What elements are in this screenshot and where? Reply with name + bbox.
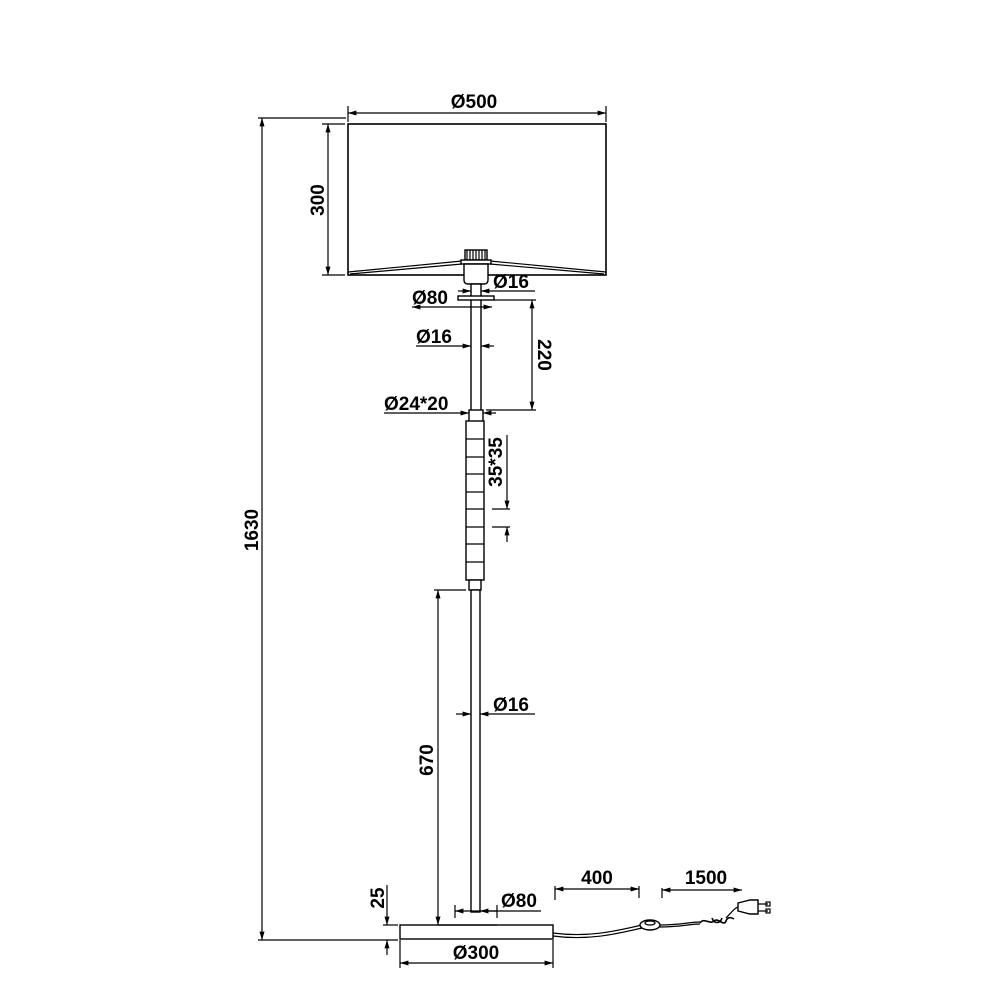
segmented-column — [465, 420, 485, 591]
connector — [468, 409, 484, 423]
base-collar-diameter-label: Ø80 — [501, 891, 537, 912]
segment-dimension: 35*35 — [486, 435, 510, 542]
base-collar-dimension: Ø80 — [454, 891, 541, 918]
shade-diameter-label: Ø500 — [451, 92, 497, 113]
base-height-dimension: 25 — [368, 885, 398, 955]
lower-rod-diameter-dimension: Ø16 — [456, 695, 535, 717]
base-diameter-dimension: Ø300 — [399, 940, 554, 968]
cord-to-plug-label: 1500 — [685, 868, 727, 889]
cord-to-plug-dimension: 1500 — [661, 868, 742, 898]
lower-rod — [470, 589, 481, 913]
cord-to-switch-label: 400 — [581, 868, 613, 889]
socket-rod-diameter-label: Ø16 — [493, 272, 529, 293]
upper-rod-diameter-dimension: Ø16 — [416, 327, 494, 349]
washer — [457, 295, 495, 301]
total-height-label: 1630 — [242, 509, 263, 551]
washer-dimension: Ø80 — [412, 288, 492, 310]
plug — [737, 899, 759, 915]
lower-rod-diameter-label: Ø16 — [493, 695, 529, 716]
upper-rod-length-dimension: 220 — [486, 299, 554, 411]
base — [399, 924, 554, 940]
power-cord — [552, 899, 771, 939]
washer-diameter-label: Ø80 — [412, 288, 448, 309]
base-diameter-label: Ø300 — [453, 943, 499, 964]
shade-height-dimension: 300 — [308, 123, 345, 276]
base-height-label: 25 — [368, 887, 389, 909]
shade-height-label: 300 — [308, 184, 329, 216]
connector-label: Ø24*20 — [384, 394, 448, 415]
segment-size-label: 35*35 — [486, 437, 507, 487]
connector-dimension: Ø24*20 — [384, 394, 496, 416]
shade-width-dimension: Ø500 — [347, 92, 607, 122]
upper-rod — [470, 283, 482, 412]
upper-rod-length-label: 220 — [533, 339, 554, 371]
lower-rod-length-dimension: 670 — [417, 589, 466, 925]
lamp-socket — [460, 249, 492, 285]
cord-to-switch-dimension: 400 — [554, 868, 640, 900]
total-height-dimension: 1630 — [242, 117, 398, 941]
socket-rod-dimension: Ø16 — [458, 272, 535, 294]
lower-rod-length-label: 670 — [417, 744, 438, 776]
upper-rod-diameter-label: Ø16 — [416, 327, 452, 348]
